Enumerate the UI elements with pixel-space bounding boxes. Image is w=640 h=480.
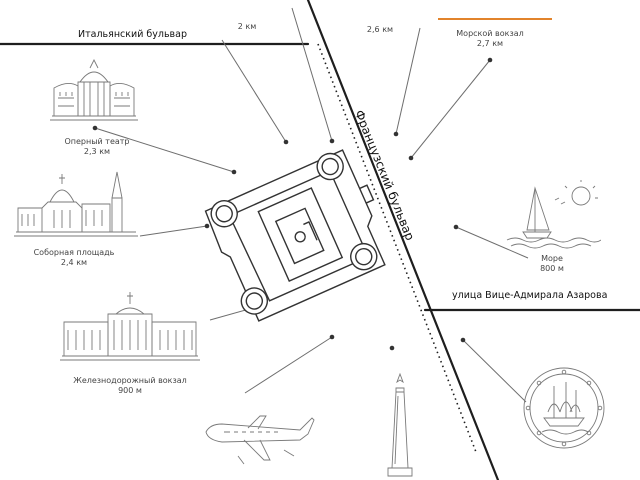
railway-name: Железнодорожный вокзал	[73, 376, 187, 385]
sea-station-name: Морской вокзал	[456, 29, 524, 38]
cathedral-distance: 2,4 км	[60, 258, 88, 267]
railway-label: Железнодорожный вокзал 900 м	[70, 376, 190, 396]
connector-dot	[329, 334, 335, 340]
connector-dot	[231, 169, 237, 175]
opera-label: Оперный театр 2,3 км	[52, 137, 142, 157]
obelisk-icon	[387, 372, 413, 477]
top-center-distance: 2,6 км	[366, 25, 394, 34]
top-accent-bar	[438, 18, 552, 20]
sea-station-label: Морской вокзал 2,7 км	[444, 29, 536, 49]
opera-theatre-icon	[50, 58, 138, 121]
cathedral-icon	[14, 171, 138, 237]
railway-station-icon	[60, 292, 200, 361]
cathedral-name: Соборная площадь	[33, 248, 115, 257]
cathedral-label: Соборная площадь 2,4 км	[26, 248, 122, 268]
sea-label: Море 800 м	[522, 254, 582, 274]
connector-dot	[283, 139, 289, 145]
sea-distance: 800 м	[540, 264, 564, 273]
connector-dot	[329, 138, 335, 144]
connector-dot	[389, 345, 395, 351]
opera-name: Оперный театр	[64, 137, 130, 146]
railway-distance: 900 м	[118, 386, 142, 395]
connector-dot	[408, 155, 414, 161]
ship-porthole-icon	[523, 367, 605, 449]
sea-station-distance: 2,7 км	[476, 39, 504, 48]
connector-dot	[92, 125, 98, 131]
sea-name: Море	[541, 254, 563, 263]
top-left-distance: 2 км	[237, 22, 257, 31]
connector-dot	[393, 131, 399, 137]
italian-boulevard-label: Итальянский бульвар	[78, 29, 187, 40]
sailboat-icon	[506, 180, 601, 249]
connector-dot	[487, 57, 493, 63]
french-boulevard-line	[306, 0, 500, 480]
connector-dot	[204, 223, 210, 229]
connector-dot	[453, 224, 459, 230]
building-complex-icon	[204, 149, 386, 322]
airplane-icon	[205, 415, 315, 465]
opera-distance: 2,3 км	[83, 147, 111, 156]
azarov-street-label: улица Вице-Адмирала Азарова	[452, 290, 608, 301]
connector-dot	[460, 337, 466, 343]
